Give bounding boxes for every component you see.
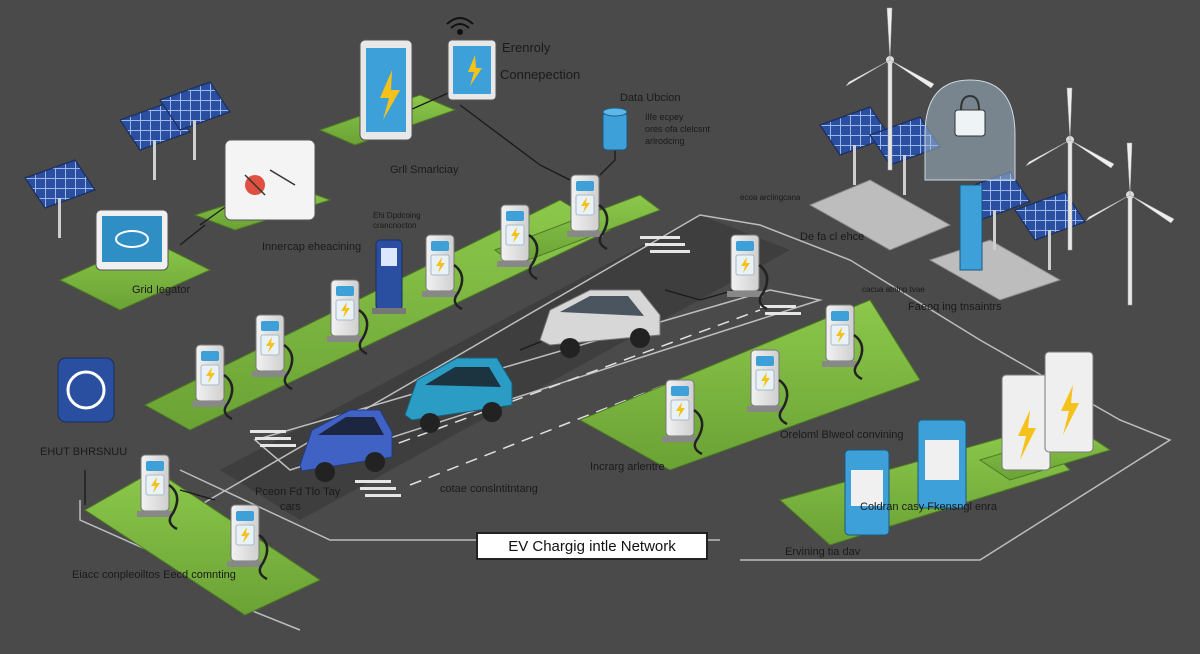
lock-icon [924, 79, 1016, 181]
label-energy: Erenroly [502, 40, 551, 55]
label-incoming: Incrarg arlentre [590, 461, 665, 473]
wind-turbine-icon [1085, 142, 1175, 306]
battery-storage [844, 351, 1094, 536]
label-panel-1: Pceon Fd Tlo Tay [255, 486, 341, 498]
network-sign [57, 357, 115, 423]
label-data-note-3: arlrodcing [645, 136, 685, 146]
crosswalk [250, 236, 801, 497]
lightning-icon [380, 70, 400, 120]
label-renew-3: ecoa arciingcana [740, 193, 801, 202]
connection-device [446, 17, 497, 101]
label-data-note-1: Ilfe ecpey [645, 112, 684, 122]
car-teal [404, 357, 513, 433]
label-renew-1: De fa cl ehce [800, 231, 864, 243]
label-connection: Connepection [500, 67, 580, 82]
label-data-station: Data Ubcion [620, 92, 681, 104]
label-left-sign: EHUT BHRSNUU [40, 446, 127, 458]
labels: Erenroly Connepection Data Ubcion Ilfe e… [40, 40, 1002, 581]
solar-panel-icon [24, 159, 96, 239]
grid-register-monitor [95, 209, 169, 271]
smart-grid-sign [224, 139, 316, 221]
label-offsite: Oreloml Blweol convining [780, 429, 904, 441]
label-bottom-left: Eiacc conpleoiltos Eecd comnting [72, 569, 236, 581]
database-icon [602, 107, 628, 151]
kiosk [372, 239, 406, 314]
label-connecting: cotae conslntitntang [440, 483, 538, 495]
label-charger-tag-1: Ehi Dpdcoing [373, 211, 421, 220]
renewable-area [808, 7, 1175, 306]
label-right-bottom: Ervining tia dav [785, 546, 861, 558]
label-panel-2: cars [280, 501, 301, 513]
label-grid-register: Grid Iegator [132, 284, 190, 296]
diagram-title: EV Chargig intle Network [476, 532, 708, 560]
label-data-note-2: ores ofa clelcsnt [645, 124, 711, 134]
label-renew-4: cacua atnlnp tvae [862, 285, 925, 294]
energy-tablet [359, 39, 413, 141]
label-inner-charging: Innercap eheacining [262, 241, 361, 253]
car-silver [539, 289, 661, 358]
label-right-low: Coldran casy Fkensngl enra [860, 501, 998, 513]
network-icon [66, 370, 106, 410]
label-grid-smart: Grll Smarlciay [390, 164, 459, 176]
label-charger-tag-2: crancnocton [373, 221, 417, 230]
car-blue [299, 409, 393, 482]
wifi-icon [446, 17, 474, 35]
label-renew-2: Faeoq ing tnsaintrs [908, 301, 1002, 313]
